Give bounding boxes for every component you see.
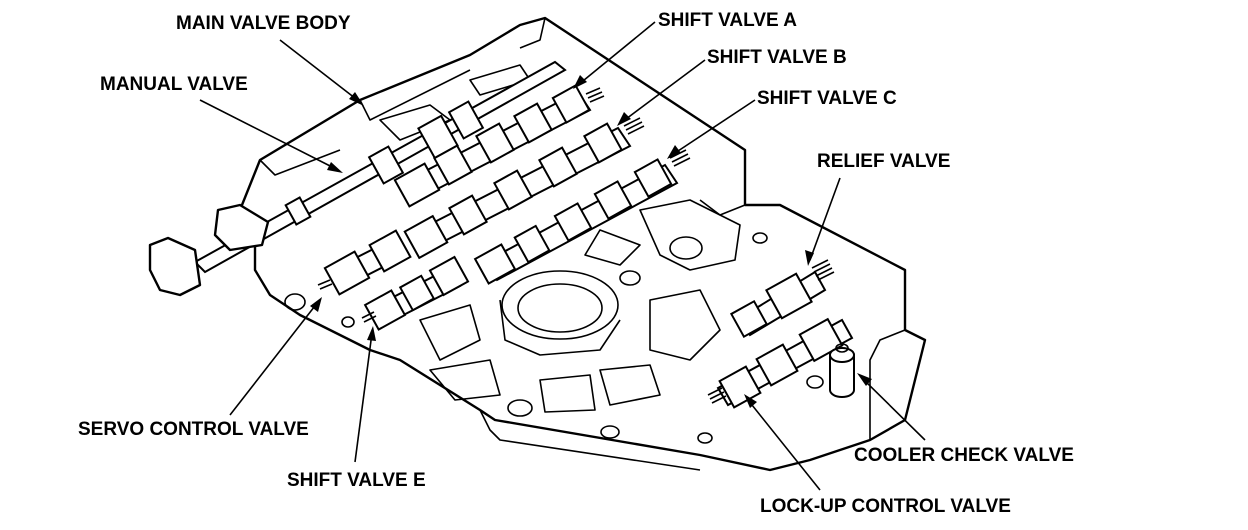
label-cooler-check-valve: COOLER CHECK VALVE — [854, 445, 1074, 466]
label-relief-valve: RELIEF VALVE — [817, 151, 951, 172]
label-shift-valve-a: SHIFT VALVE A — [658, 10, 797, 31]
leader-lines — [199, 21, 926, 491]
cooler-check-valve-part — [829, 343, 855, 398]
label-lockup-control-valve: LOCK-UP CONTROL VALVE — [760, 496, 1011, 517]
shift-valve-e-part — [361, 255, 470, 331]
label-shift-valve-b: SHIFT VALVE B — [707, 47, 847, 68]
main-valve-body-casting — [238, 16, 927, 472]
label-main-valve-body: MAIN VALVE BODY — [176, 13, 351, 34]
servo-control-valve-part — [317, 229, 412, 296]
shift-valve-b-part — [403, 117, 645, 260]
label-servo-control-valve: SERVO CONTROL VALVE — [78, 419, 309, 440]
relief-valve-part — [729, 259, 835, 339]
label-manual-valve: MANUAL VALVE — [100, 74, 248, 95]
label-shift-valve-c: SHIFT VALVE C — [757, 88, 897, 109]
shift-valve-a-part — [393, 84, 605, 208]
shift-valve-c-part — [473, 149, 691, 285]
manual-valve-part — [148, 60, 567, 297]
label-shift-valve-e: SHIFT VALVE E — [287, 470, 426, 491]
